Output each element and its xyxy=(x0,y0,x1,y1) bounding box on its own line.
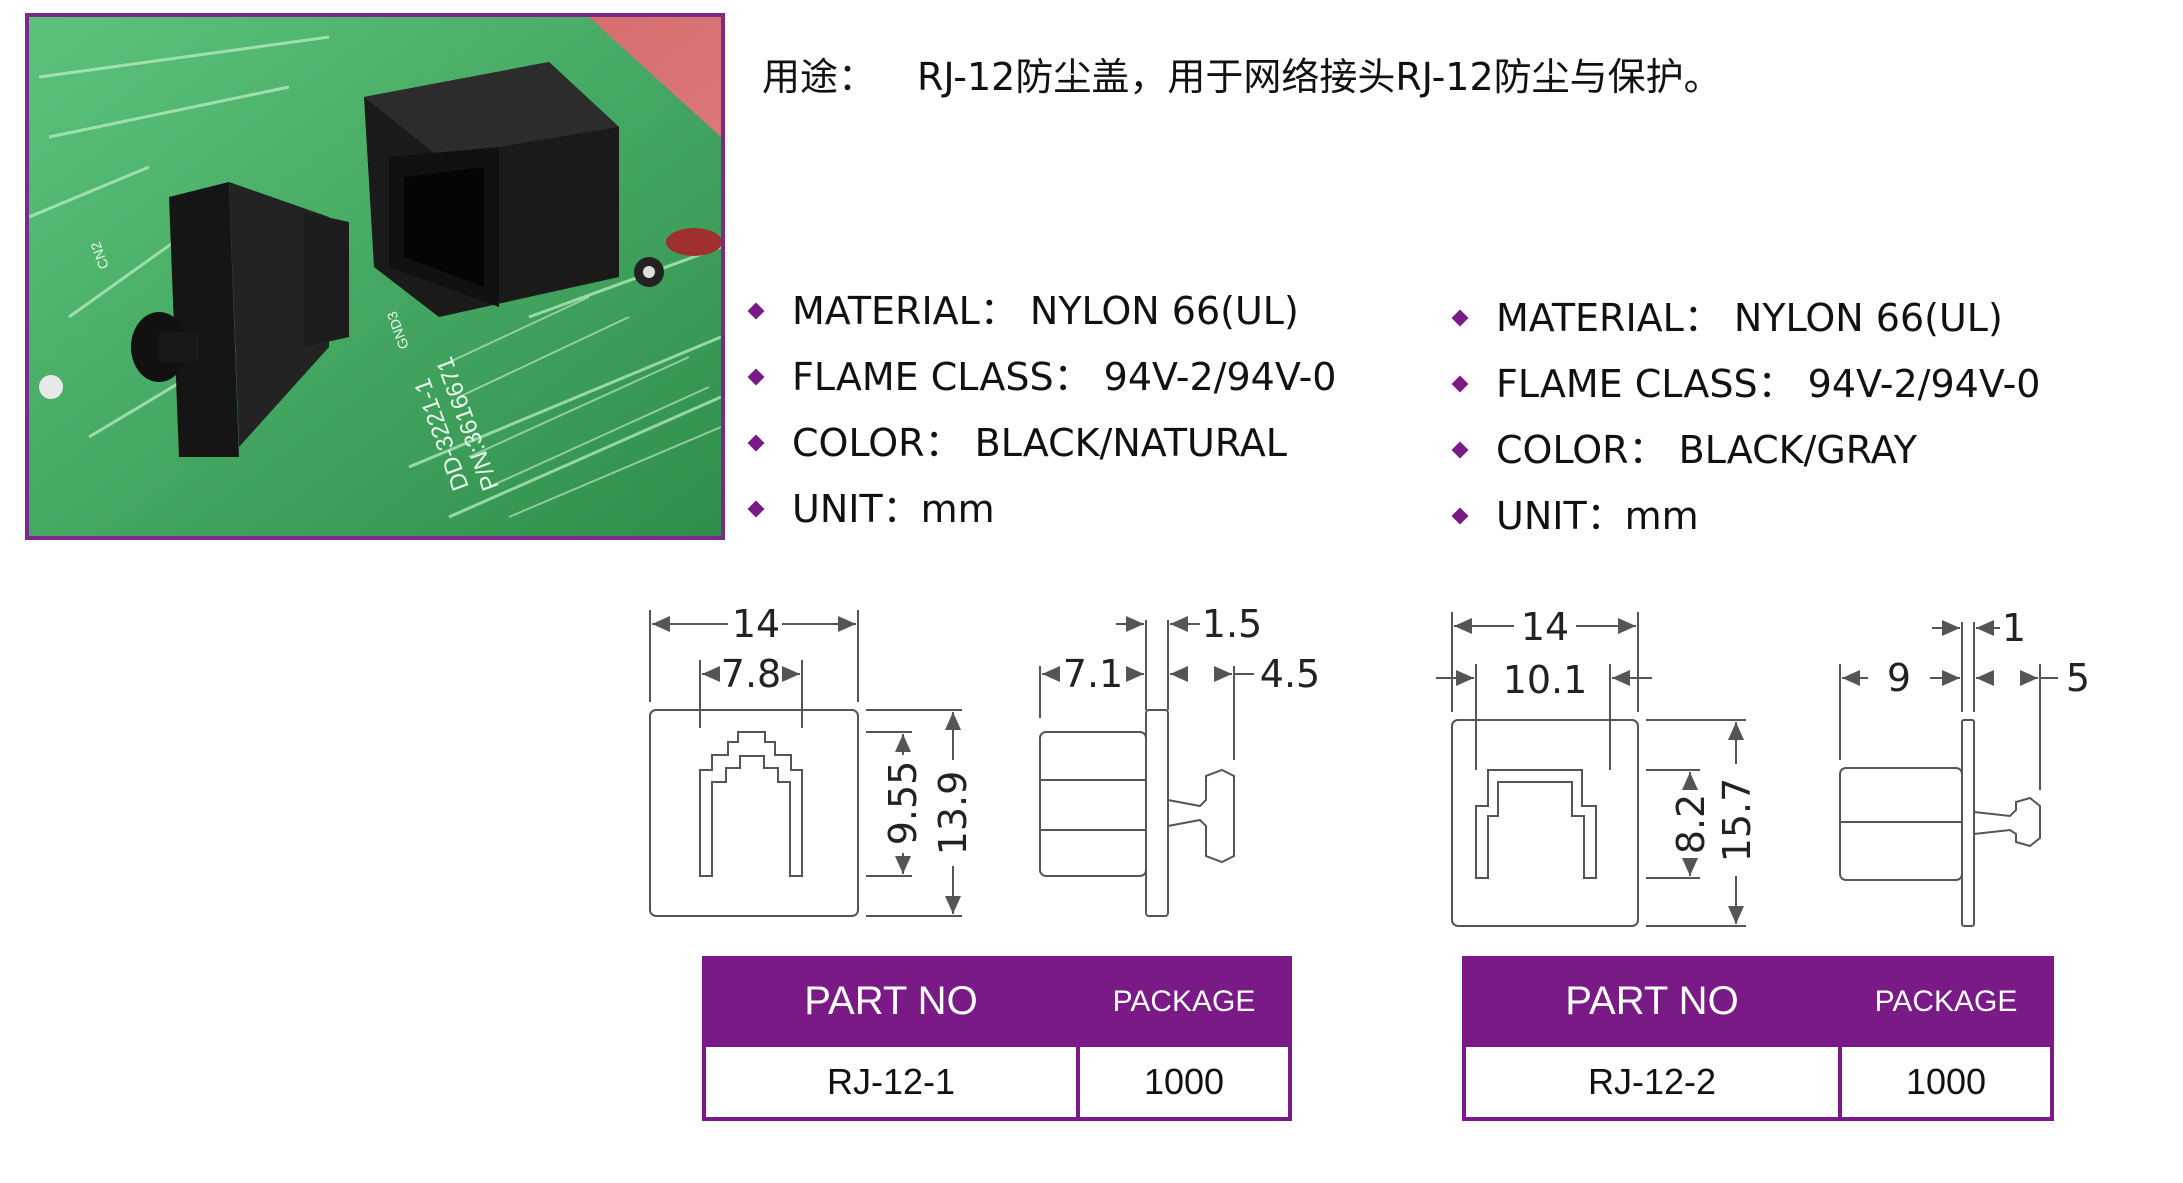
spec-list-2: MATERIAL： NYLON 66(UL) FLAME CLASS： 94V-… xyxy=(1452,285,2041,549)
dim2-plug-length: 9 xyxy=(1887,656,1911,700)
dim2-flange-thickness: 1 xyxy=(2002,606,2026,650)
dim2-width: 14 xyxy=(1521,605,1569,649)
dust-cover xyxy=(131,182,349,457)
dim2-knob-length: 5 xyxy=(2066,656,2090,700)
package-cell: 1000 xyxy=(1838,1043,2052,1119)
drawing-2-side-view xyxy=(1839,620,2058,927)
spec-material: MATERIAL： NYLON 66(UL) xyxy=(748,278,1337,344)
header-part-no: PART NO xyxy=(704,958,1078,1045)
dim2-inner-width: 10.1 xyxy=(1503,658,1588,702)
dim1-height: 13.9 xyxy=(931,771,975,856)
rj12-jack xyxy=(364,62,619,317)
part-no-cell: RJ-12-2 xyxy=(1464,1043,1840,1119)
spec-color: COLOR： BLACK/GRAY xyxy=(1452,417,2041,483)
part-table-2: PART NO PACKAGE RJ-12-2 1000 xyxy=(1462,956,2054,1121)
spec-material: MATERIAL： NYLON 66(UL) xyxy=(1452,285,2041,351)
dim1-inner-height: 9.55 xyxy=(881,761,925,846)
spec-unit: UNIT：mm xyxy=(748,476,1337,542)
usage-text: RJ-12防尘盖，用于网络接头RJ-12防尘与保护。 xyxy=(917,55,1722,99)
part-no-cell: RJ-12-1 xyxy=(704,1043,1078,1119)
spec-color: COLOR： BLACK/NATURAL xyxy=(748,410,1337,476)
product-photo: P/N:3616671 DD-3221-1 GND3 CN2 xyxy=(25,13,725,540)
header-package: PACKAGE xyxy=(1076,958,1290,1045)
header-part-no: PART NO xyxy=(1464,958,1840,1045)
usage-label: 用途： xyxy=(762,55,877,99)
dim1-width: 14 xyxy=(732,602,780,646)
dim1-inner-width: 7.8 xyxy=(721,652,781,696)
package-cell: 1000 xyxy=(1076,1043,1290,1119)
dim2-inner-height: 8.2 xyxy=(1669,794,1713,854)
dim1-plug-length: 7.1 xyxy=(1063,652,1123,696)
drawing-2-front-view xyxy=(1436,612,1746,927)
spec-list-1: MATERIAL： NYLON 66(UL) FLAME CLASS： 94V-… xyxy=(748,278,1337,542)
part-table-1: PART NO PACKAGE RJ-12-1 1000 xyxy=(702,956,1292,1121)
usage-line: 用途： RJ-12防尘盖，用于网络接头RJ-12防尘与保护。 xyxy=(762,46,1722,101)
dim1-flange-thickness: 1.5 xyxy=(1202,602,1262,646)
dim1-knob-length: 4.5 xyxy=(1260,652,1320,696)
spec-unit: UNIT：mm xyxy=(1452,483,2041,549)
drawing-1-front-view xyxy=(649,610,962,917)
spec-flame-class: FLAME CLASS： 94V-2/94V-0 xyxy=(748,344,1337,410)
dim2-height: 15.7 xyxy=(1715,778,1759,863)
header-package: PACKAGE xyxy=(1838,958,2052,1045)
drawing-1-side-view xyxy=(1039,616,1254,917)
spec-flame-class: FLAME CLASS： 94V-2/94V-0 xyxy=(1452,351,2041,417)
photo-illustration: P/N:3616671 DD-3221-1 GND3 CN2 xyxy=(29,17,721,536)
